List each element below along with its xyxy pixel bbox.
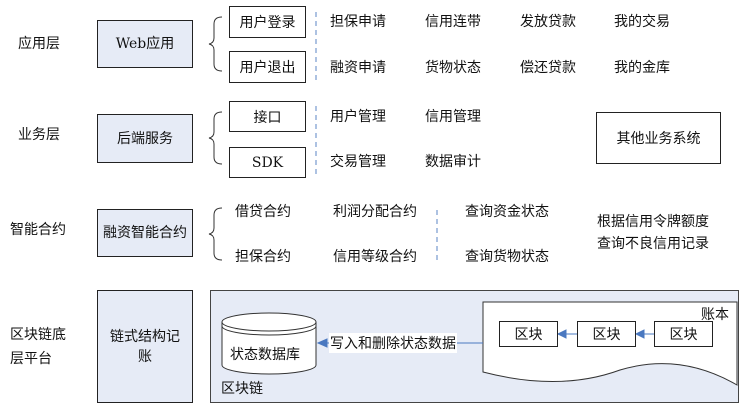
business-item: 用户管理 (330, 109, 386, 125)
business-item: 信用管理 (425, 109, 481, 125)
business-item: 数据审计 (425, 154, 481, 170)
contract-item: 查询货物状态 (465, 249, 549, 265)
app-item: 货物状态 (425, 60, 481, 76)
user-logout-box: 用户退出 (229, 51, 306, 83)
app-item: 担保申请 (330, 14, 386, 30)
layer-label-app: 应用层 (18, 36, 60, 52)
app-item: 融资申请 (330, 60, 386, 76)
contract-item: 利润分配合约 (333, 204, 417, 220)
other-business-system-box: 其他业务系统 (596, 112, 721, 164)
contract-item: 查询资金状态 (465, 204, 549, 220)
blockchain-label: 区块链 (221, 381, 263, 397)
interface-box: 接口 (229, 101, 306, 132)
app-item: 我的交易 (614, 14, 670, 30)
web-app-box: Web应用 (97, 20, 193, 68)
ledger-label: 账本 (701, 307, 729, 323)
app-item: 偿还贷款 (520, 60, 576, 76)
write-delete-label: 写入和删除状态数据 (329, 333, 457, 353)
contract-item: 借贷合约 (235, 204, 291, 220)
layer-label-chain: 区块链底层平台 (10, 327, 66, 367)
brace-contract (208, 207, 223, 261)
app-item: 发放贷款 (520, 14, 576, 30)
layer-label-business: 业务层 (18, 127, 60, 143)
user-login-box: 用户登录 (229, 6, 306, 38)
finance-contract-box: 融资智能合约 (97, 209, 193, 257)
contract-item: 信用等级合约 (333, 249, 417, 265)
app-item: 我的金库 (614, 60, 670, 76)
layer-label-contract: 智能合约 (10, 222, 66, 238)
business-item: 交易管理 (330, 154, 386, 170)
state-database-label: 状态数据库 (230, 347, 300, 363)
block-box: 区块 (654, 321, 713, 347)
block-box: 区块 (577, 321, 636, 347)
contract-note: 根据信用令牌额度 (597, 214, 709, 230)
block-box: 区块 (499, 321, 558, 347)
brace-app (208, 16, 223, 72)
app-item: 信用连带 (425, 14, 481, 30)
contract-item: 担保合约 (235, 249, 291, 265)
sdk-box: SDK (229, 147, 306, 178)
backend-service-box: 后端服务 (97, 114, 193, 163)
brace-business (208, 111, 223, 165)
chain-ledger-box: 链式结构记账 (97, 290, 193, 403)
state-database-icon (221, 312, 317, 375)
contract-note: 查询不良信用记录 (597, 236, 709, 252)
